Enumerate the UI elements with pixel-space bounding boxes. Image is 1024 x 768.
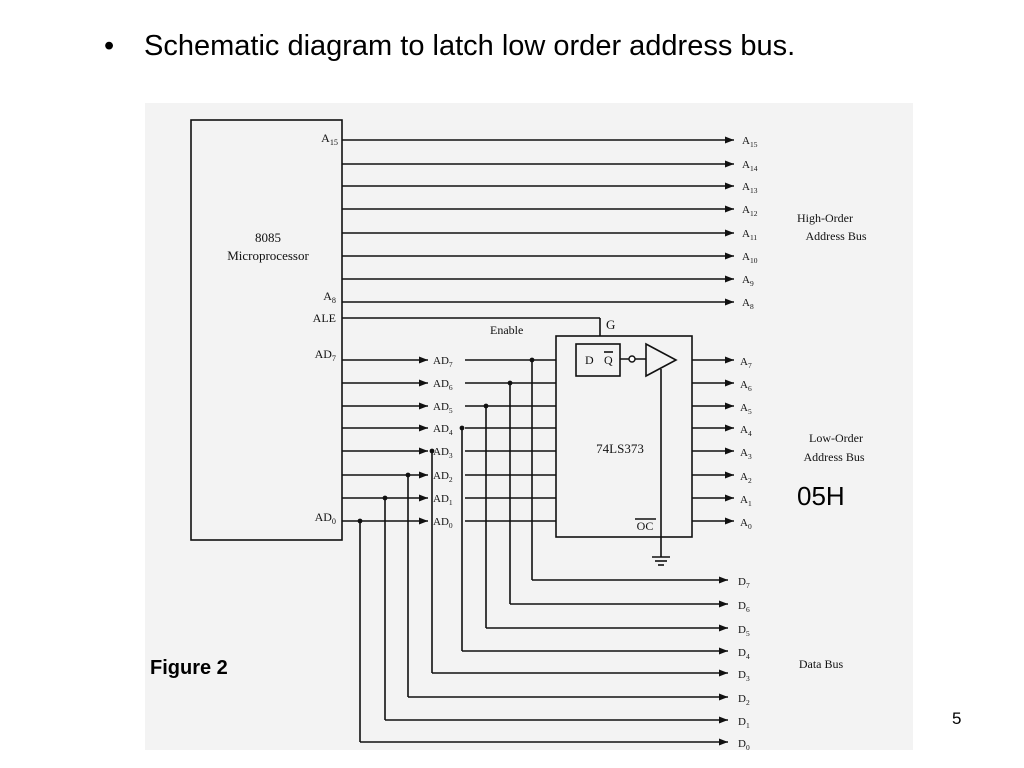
inversion-bubble	[628, 355, 636, 363]
data-line-label: D1	[738, 716, 750, 730]
data-line-label: D0	[738, 738, 750, 752]
high-address-label: A9	[742, 274, 754, 288]
arrow-head	[719, 693, 728, 701]
data-line-label: D2	[738, 693, 750, 707]
high-address-label: A10	[742, 251, 758, 265]
arrow-head	[725, 447, 734, 455]
arrow-head	[725, 424, 734, 432]
ad-label: AD1	[433, 493, 453, 507]
arrow-head	[725, 160, 734, 168]
cpu-name: 8085	[255, 230, 281, 245]
data-line-label: D7	[738, 576, 750, 590]
arrow-head	[725, 298, 734, 306]
arrow-head	[419, 356, 428, 364]
low-address-label: A5	[740, 402, 752, 416]
ad-label: AD4	[433, 423, 453, 437]
arrow-head	[719, 576, 728, 584]
latch-oc-label: OC	[637, 519, 654, 533]
cpu-pin-ad7: AD7	[315, 347, 336, 363]
slide-title-text: Schematic diagram to latch low order add…	[144, 30, 796, 62]
cpu-pin-a15: A15	[321, 131, 338, 147]
arrow-head	[419, 447, 428, 455]
ad-label: AD7	[433, 355, 453, 369]
cpu-pin-a8: A8	[323, 289, 336, 305]
arrow-head	[719, 647, 728, 655]
page-number: 5	[952, 709, 962, 728]
low-address-label: A4	[740, 424, 752, 438]
flipflop-q: Q	[604, 353, 613, 367]
data-bus-label: Data Bus	[799, 657, 844, 671]
figure-label: Figure 2	[150, 657, 228, 679]
arrow-head	[719, 738, 728, 746]
arrow-head	[419, 424, 428, 432]
arrow-head	[725, 471, 734, 479]
high-address-label: A15	[742, 135, 758, 149]
data-line-label: D4	[738, 647, 750, 661]
low-address-label: A1	[740, 494, 752, 508]
ad-label: AD3	[433, 446, 453, 460]
high-bus-label: High-Order	[797, 211, 853, 225]
tristate-buffer	[645, 342, 678, 378]
low-address-label: A7	[740, 356, 752, 370]
bullet: •	[104, 30, 115, 62]
arrow-head	[725, 229, 734, 237]
flipflop-d: D	[585, 353, 594, 367]
arrow-head	[719, 624, 728, 632]
arrow-head	[719, 669, 728, 677]
high-address-label: A13	[742, 181, 758, 195]
arrow-head	[725, 402, 734, 410]
ad-label: AD2	[433, 470, 453, 484]
arrow-head	[419, 494, 428, 502]
flipflop-box	[575, 343, 621, 377]
data-line-label: D6	[738, 600, 750, 614]
data-line-label: D3	[738, 669, 750, 683]
low-address-label: A0	[740, 517, 752, 531]
arrow-head	[719, 600, 728, 608]
arrow-head	[725, 252, 734, 260]
cpu-label: Microprocessor	[227, 248, 309, 263]
ad-label: AD0	[433, 516, 453, 530]
latch-name: 74LS373	[596, 441, 644, 456]
low-address-label: A2	[740, 471, 752, 485]
arrow-head	[725, 379, 734, 387]
arrow-head	[419, 471, 428, 479]
ad-label: AD6	[433, 378, 453, 392]
enable-label: Enable	[490, 323, 523, 337]
data-line-label: D5	[738, 624, 750, 638]
ad-label: AD5	[433, 401, 453, 415]
high-address-label: A14	[742, 159, 758, 173]
arrow-head	[419, 402, 428, 410]
slide-title: • Schematic diagram to latch low order ad…	[104, 30, 795, 63]
arrow-head	[725, 494, 734, 502]
low-address-label: A6	[740, 379, 752, 393]
low-bus-label: Low-Order	[809, 431, 863, 445]
high-address-label: A8	[742, 297, 754, 311]
arrow-head	[725, 205, 734, 213]
scanned-schematic-background	[145, 103, 913, 750]
cpu-block	[190, 119, 343, 541]
arrow-head	[419, 379, 428, 387]
arrow-head	[725, 356, 734, 364]
handwritten-note-05h: 05H	[797, 481, 845, 511]
arrow-head	[725, 275, 734, 283]
latch-g-label: G	[606, 317, 615, 332]
arrow-head	[725, 136, 734, 144]
arrow-head	[725, 517, 734, 525]
cpu-pin-ad0: AD0	[315, 510, 336, 526]
arrow-head	[725, 182, 734, 190]
arrow-head	[419, 517, 428, 525]
latch-block	[555, 335, 693, 538]
cpu-pin-ale: ALE	[313, 311, 336, 325]
high-address-label: A12	[742, 204, 758, 218]
arrow-head	[719, 716, 728, 724]
high-address-label: A11	[742, 228, 757, 242]
low-address-label: A3	[740, 447, 752, 461]
low-bus-label: Address Bus	[803, 450, 864, 464]
high-bus-label: Address Bus	[805, 229, 866, 243]
